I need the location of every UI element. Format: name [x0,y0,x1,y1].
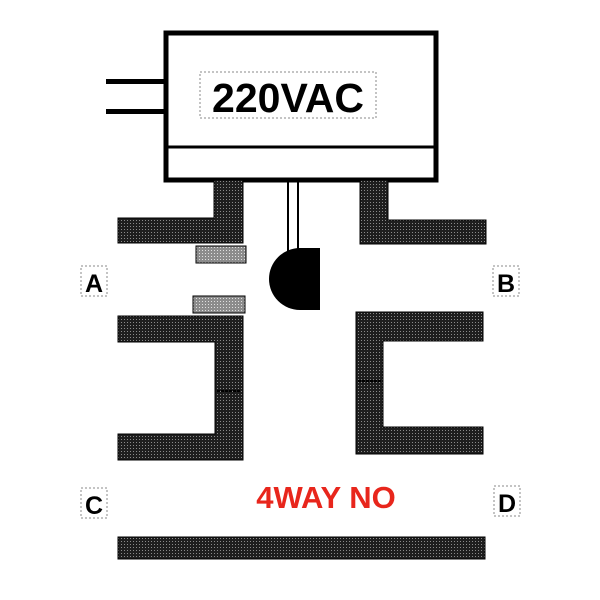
port-label-b: B [497,270,515,298]
port-label-c-group: C [80,487,108,520]
seal-c [192,295,246,314]
port-label-b-box [492,265,520,297]
solenoid-coil: 220VAC [163,30,439,183]
port-label-d-box [493,485,521,517]
power-wire-bottom [106,109,166,114]
passage-c-body [117,315,244,461]
voltage-label-box [199,71,377,119]
port-label-d: D [498,490,516,518]
port-label-c: C [85,492,103,520]
power-wires [106,79,166,114]
base-plate [117,536,486,560]
valve-type-title: 4WAY NO [256,480,396,515]
port-label-d-group: D [493,485,521,518]
passage-a-body [117,179,244,244]
port-label-c-box [80,487,108,519]
passage-b [359,179,487,245]
port-label-a-box [80,265,108,297]
plunger [269,180,320,310]
plunger-head [269,248,320,310]
port-label-b-group: B [492,265,520,298]
voltage-label: 220VAC [212,75,364,121]
passage-b-body [359,179,487,245]
power-wire-top [106,79,166,84]
port-label-a-group: A [80,265,108,298]
passage-c [117,295,246,461]
passage-d [355,311,484,455]
passage-d-body [355,311,484,455]
seal-a-upper [195,245,247,264]
passage-a [117,179,247,264]
port-label-a: A [85,270,103,298]
